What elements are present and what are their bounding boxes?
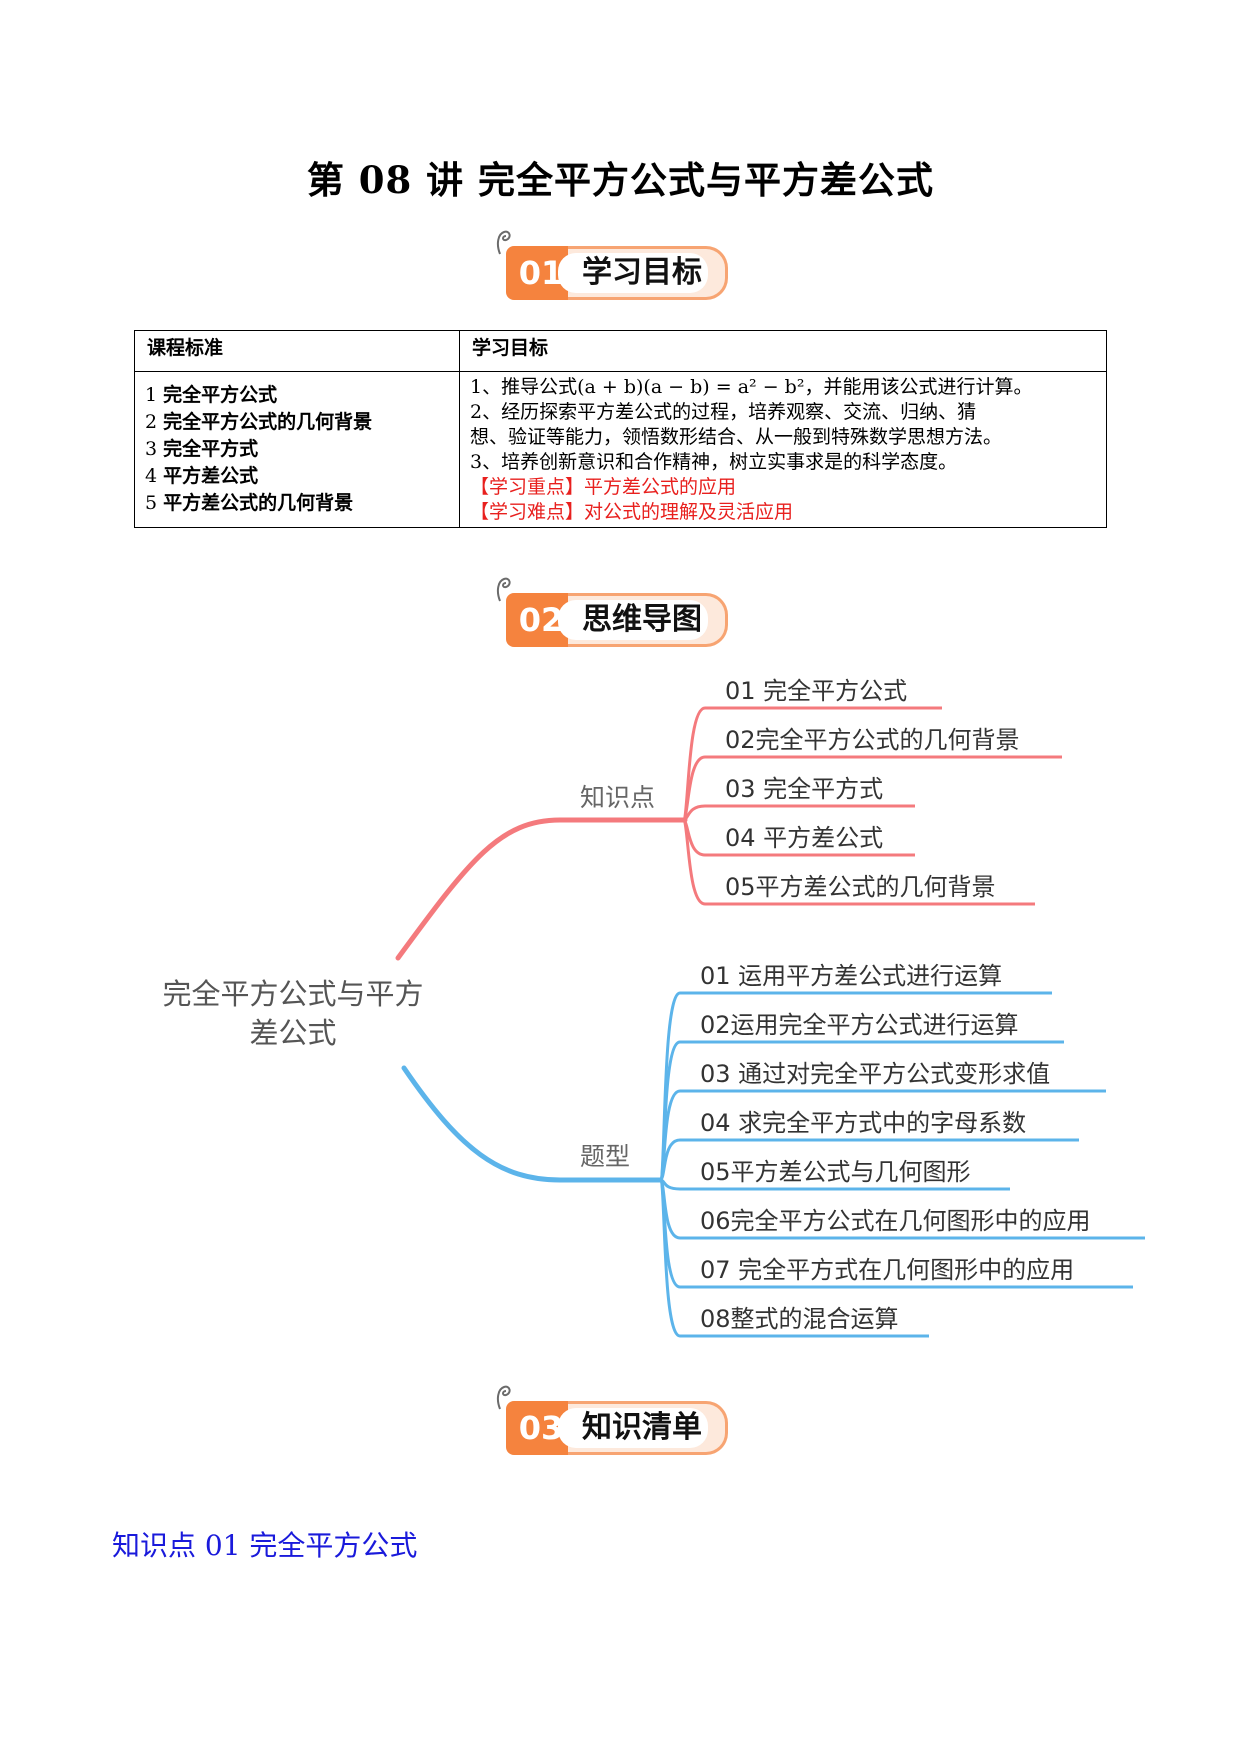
branch2-item: 02运用完全平方公式进行运算 bbox=[700, 1011, 1019, 1039]
root-text-line2: 差公式 bbox=[249, 1016, 336, 1050]
branch2-item: 06完全平方公式在几何图形中的应用 bbox=[700, 1207, 1091, 1235]
branch2-item: 08整式的混合运算 bbox=[700, 1305, 899, 1333]
objective-2b: 想、验证等能力，领悟数形结合、从一般到特殊数学思想方法。 bbox=[470, 426, 1003, 448]
page-title: 第 08 讲 完全平方公式与平方差公式 bbox=[306, 158, 935, 202]
section-label: 知识清单 bbox=[558, 1401, 728, 1455]
list-item: 5 平方差公式的几何背景 bbox=[145, 492, 354, 514]
list-item: 1 完全平方公式 bbox=[145, 384, 278, 406]
section-number: 02 bbox=[506, 593, 576, 647]
mind-root: 完全平方公式与平方 差公式 bbox=[162, 977, 423, 1050]
branch2-connector bbox=[658, 1138, 1079, 1182]
section-badge-01: 01 学习目标 bbox=[494, 226, 744, 302]
table-header-row: 课程标准 学习目标 bbox=[134, 330, 1107, 372]
branch1-item: 05平方差公式的几何背景 bbox=[725, 873, 996, 901]
branch1-item: 04 平方差公式 bbox=[725, 824, 883, 852]
branch1-item: 01 完全平方公式 bbox=[725, 677, 907, 705]
section-number: 01 bbox=[506, 246, 576, 300]
branch2-item: 04 求完全平方式中的字母系数 bbox=[700, 1109, 1026, 1137]
section-label: 思维导图 bbox=[558, 593, 728, 647]
difficulty-point: 【学习难点】对公式的理解及灵活应用 bbox=[470, 501, 794, 523]
standards-cell: 1 完全平方公式 2 完全平方公式的几何背景 3 完全平方式 4 平方差公式 5… bbox=[134, 371, 460, 528]
goals-table: 课程标准 学习目标 1 完全平方公式 2 完全平方公式的几何背景 3 完全平方式… bbox=[134, 330, 1107, 528]
mind-map: 完全平方公式与平方 差公式 知识点 01 完全平方公式 02完全平方公式的几何背景… bbox=[162, 677, 1145, 1338]
objective-1: 1、推导公式(a + b)(a − b) = a² − b²，并能用该公式进行计… bbox=[470, 376, 1033, 398]
header-standard: 课程标准 bbox=[134, 330, 460, 372]
ribbon-tail-icon bbox=[496, 577, 511, 602]
section-badge-02: 02 思维导图 bbox=[494, 573, 744, 649]
header-objective: 学习目标 bbox=[459, 330, 1107, 372]
branch1-connector bbox=[682, 804, 915, 822]
branch1-item: 02完全平方公式的几何背景 bbox=[725, 726, 1020, 754]
branch1-items: 01 完全平方公式 02完全平方公式的几何背景 03 完全平方式 04 平方差公式 05… bbox=[681, 677, 1062, 906]
knowledge-point-heading: 知识点 01 完全平方公式 bbox=[112, 1529, 418, 1562]
branch1-connector bbox=[681, 706, 942, 822]
branch2-label: 题型 bbox=[580, 1142, 630, 1171]
branch2-item: 03 通过对完全平方公式变形求值 bbox=[700, 1060, 1050, 1088]
branch2-item: 01 运用平方差公式进行运算 bbox=[700, 962, 1002, 990]
objectives-cell: 1、推导公式(a + b)(a − b) = a² − b²，并能用该公式进行计… bbox=[459, 371, 1107, 528]
table-row: 1 完全平方公式 2 完全平方公式的几何背景 3 完全平方式 4 平方差公式 5… bbox=[134, 371, 1107, 528]
list-item: 2 完全平方公式的几何背景 bbox=[145, 411, 373, 433]
section-label: 学习目标 bbox=[558, 246, 728, 300]
root-text-line1: 完全平方公式与平方 bbox=[162, 977, 423, 1011]
branch1-connector bbox=[681, 818, 1035, 906]
branch2-connector bbox=[658, 1178, 929, 1338]
branch2-item: 07 完全平方式在几何图形中的应用 bbox=[700, 1256, 1074, 1284]
key-point: 【学习重点】平方差公式的应用 bbox=[470, 476, 737, 498]
ribbon-tail-icon bbox=[496, 1385, 511, 1410]
list-item: 3 完全平方式 bbox=[145, 438, 259, 460]
branch2-item: 05平方差公式与几何图形 bbox=[700, 1158, 971, 1186]
list-item: 4 平方差公式 bbox=[145, 465, 259, 487]
objective-3: 3、培养创新意识和合作精神，树立实事求是的科学态度。 bbox=[470, 451, 958, 473]
branch1-curve bbox=[395, 817, 688, 961]
branch1-label: 知识点 bbox=[580, 783, 655, 812]
section-badge-03: 03 知识清单 bbox=[494, 1381, 744, 1457]
branch1-item: 03 完全平方式 bbox=[725, 775, 883, 803]
branch2-curve bbox=[401, 1065, 663, 1183]
ribbon-tail-icon bbox=[496, 230, 511, 255]
objective-2a: 2、经历探索平方差公式的过程，培养观察、交流、归纳、猜 bbox=[470, 401, 977, 423]
branch2-items: 01 运用平方差公式进行运算 02运用完全平方公式进行运算 03 通过对完全平方公式… bbox=[658, 962, 1145, 1338]
